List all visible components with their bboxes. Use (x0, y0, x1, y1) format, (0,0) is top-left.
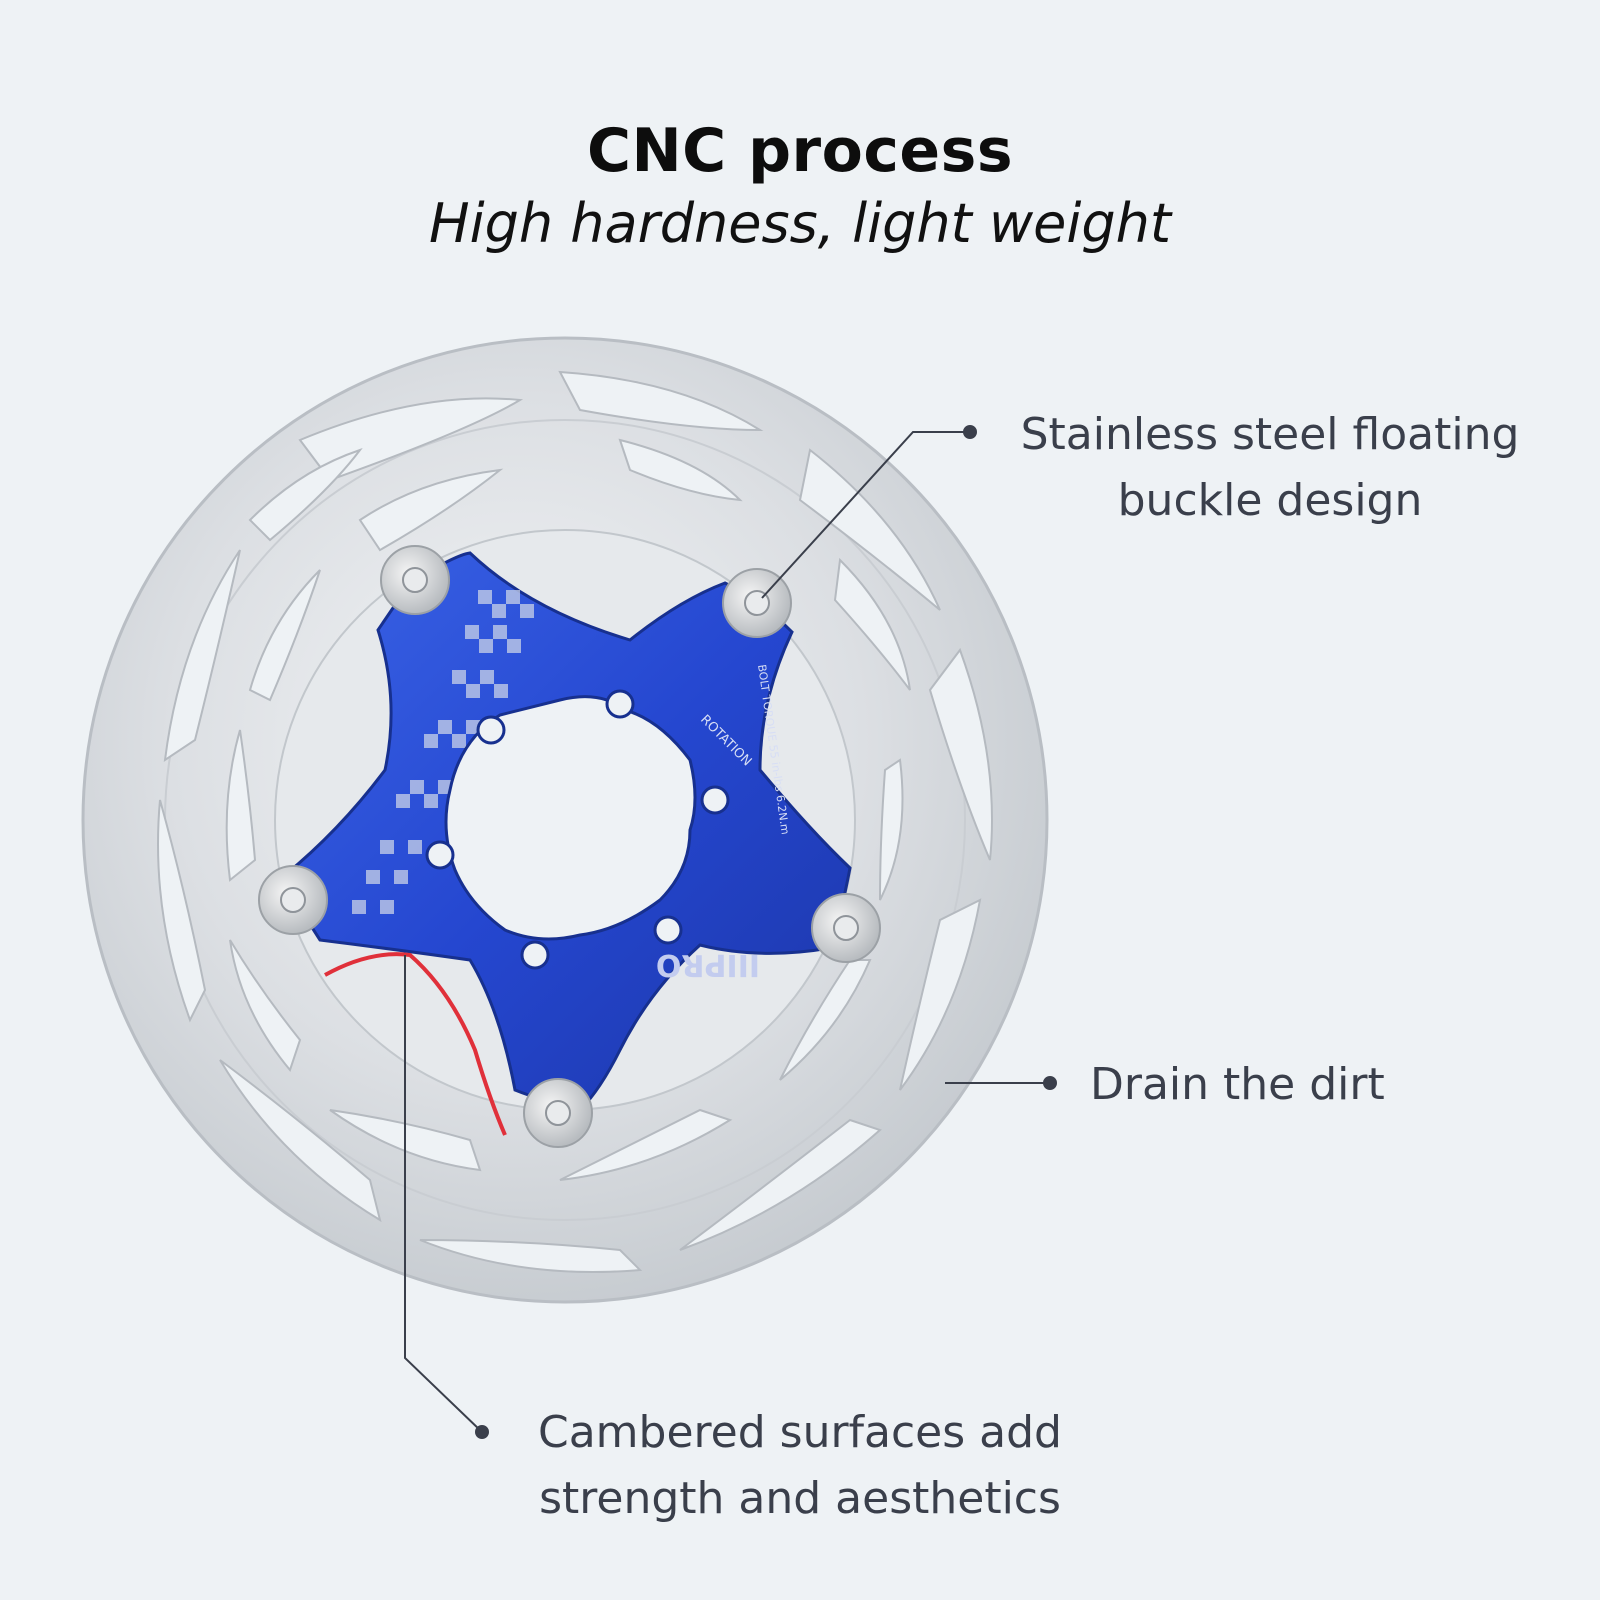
spider-logo-text: IIIPRO (656, 947, 760, 982)
leader-dot-drain (1043, 1076, 1057, 1090)
callout-leaders (404, 425, 1057, 1439)
floating-buckles (258, 545, 881, 1148)
callout-line: Cambered surfaces add (537, 1407, 1062, 1458)
callout-line: Drain the dirt (1090, 1059, 1385, 1110)
blue-spider: ROTATION BOLT TORQUE 55 in-lbs 6.2N.m II… (283, 551, 852, 1112)
callout-line: buckle design (1117, 475, 1423, 526)
center-hub-hole (444, 695, 697, 941)
leader-camber (404, 955, 483, 1433)
checker-pattern (352, 590, 534, 914)
leader-dot-stainless (963, 425, 977, 439)
callout-drain-dirt: Drain the dirt (1090, 1052, 1420, 1118)
page-subtitle: High hardness, light weight (428, 192, 1172, 255)
buckle (811, 893, 881, 963)
page-title: CNC process (586, 116, 1014, 186)
bolt-holes (425, 689, 730, 970)
leader-stainless (761, 431, 968, 599)
header: CNC process High hardness, light weight (0, 118, 1600, 257)
buckle (258, 865, 328, 935)
vent-slots (157, 370, 993, 1273)
callout-stainless-steel: Stainless steel floating buckle design (1010, 402, 1530, 534)
buckle (722, 568, 792, 638)
callout-line: Stainless steel floating (1020, 409, 1520, 460)
buckle (380, 545, 450, 615)
camber-highlight (324, 952, 507, 1136)
leader-dot-camber (475, 1425, 489, 1439)
buckle (523, 1078, 593, 1148)
callout-line: strength and aesthetics (539, 1473, 1061, 1524)
callout-cambered-surfaces: Cambered surfaces add strength and aesth… (520, 1400, 1080, 1532)
